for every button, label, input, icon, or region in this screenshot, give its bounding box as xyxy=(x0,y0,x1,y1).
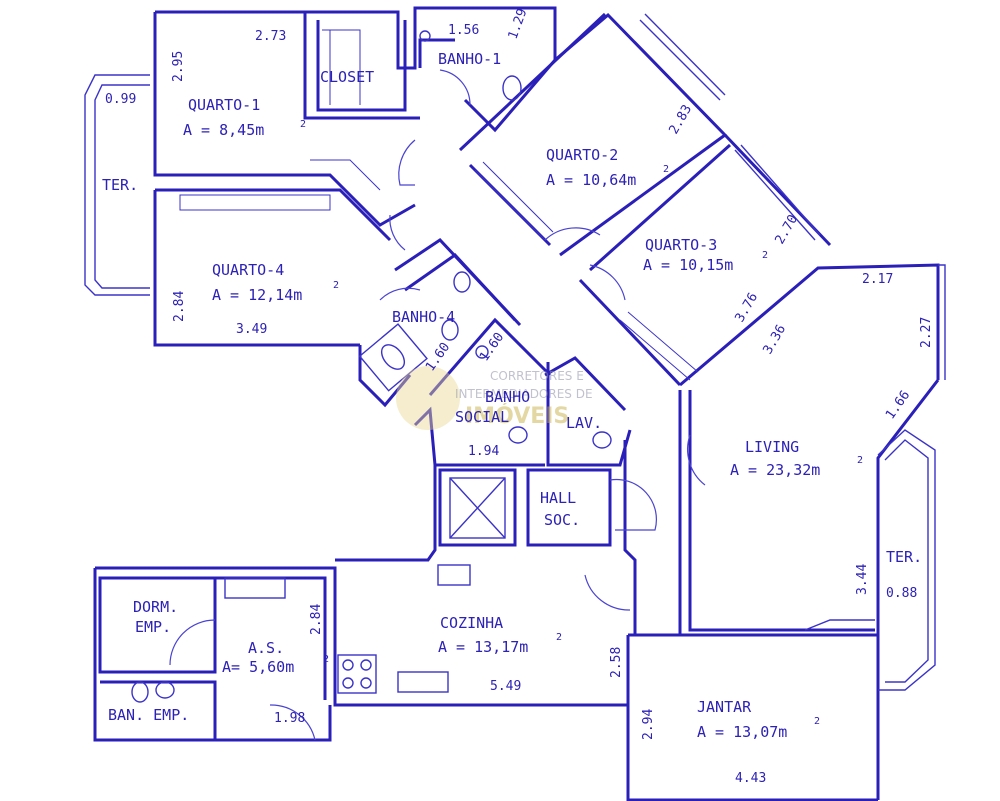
room-area-quarto-4: A = 12,14m xyxy=(212,286,302,304)
label-ban-emp: BAN. EMP. xyxy=(108,706,189,724)
room-name-jantar: JANTAR xyxy=(697,698,752,716)
room-name-quarto-3: QUARTO-3 xyxy=(645,236,717,254)
dim-q1-top: 2.73 xyxy=(255,29,286,44)
label-hall-1: HALL xyxy=(540,489,576,507)
dim-q4-bottom: 3.49 xyxy=(236,322,267,337)
doors xyxy=(169,69,706,741)
room-area-cozinha: A = 13,17m xyxy=(438,638,528,656)
label-dorm-2: EMP. xyxy=(135,618,171,636)
dim-ter-right: 0.88 xyxy=(886,586,917,601)
dim-banho-social-w: 1.94 xyxy=(468,444,499,459)
room-area-quarto-1: A = 8,45m xyxy=(183,121,264,139)
room-area-sup: 2 xyxy=(556,632,562,643)
label-lav: LAV. xyxy=(566,414,602,432)
dim-living-top: 2.17 xyxy=(862,272,893,287)
walls xyxy=(84,6,946,801)
room-area-sup: 2 xyxy=(814,716,820,727)
dim-q1-left: 2.95 xyxy=(171,51,186,82)
room-name-quarto-2: QUARTO-2 xyxy=(546,146,618,164)
label-closet: CLOSET xyxy=(320,68,374,86)
dim-living-low: 3.44 xyxy=(855,564,870,595)
room-area-living: A = 23,32m xyxy=(730,461,820,479)
room-area-quarto-3: A = 10,15m xyxy=(643,256,733,274)
room-area-as: A= 5,60m xyxy=(222,658,294,676)
room-name-cozinha: COZINHA xyxy=(440,614,503,632)
dim-living-mid: 3.36 xyxy=(760,322,789,357)
room-name-quarto-4: QUARTO-4 xyxy=(212,261,284,279)
dim-cozinha-side: 2.58 xyxy=(609,647,624,678)
label-banho-social-2: SOCIAL xyxy=(455,408,509,426)
room-name-as: A.S. xyxy=(248,639,284,657)
fixtures xyxy=(131,13,875,703)
room-area-jantar: A = 13,07m xyxy=(697,723,787,741)
room-name-living: LIVING xyxy=(745,438,799,456)
label-banho-1: BANHO-1 xyxy=(438,50,501,68)
watermark-logo xyxy=(396,366,460,430)
label-banho-social-1: BANHO xyxy=(485,388,530,406)
label-dorm-1: DORM. xyxy=(133,598,178,616)
watermark: CORRETORES E INTERMEDIADORES DE IMÓVEIS xyxy=(396,366,593,430)
room-area-sup: 2 xyxy=(663,164,669,175)
dim-ter-left: 0.99 xyxy=(105,92,136,107)
dim-jantar-side: 2.94 xyxy=(641,709,656,740)
watermark-line2: INTERMEDIADORES DE xyxy=(455,387,593,401)
dim-banho1-w: 1.56 xyxy=(448,23,479,38)
room-area-sup: 2 xyxy=(300,119,306,130)
dim-jantar-bottom: 4.43 xyxy=(735,771,766,786)
dim-living-right: 2.27 xyxy=(919,317,934,348)
dim-q2-side: 2.83 xyxy=(666,102,695,137)
room-area-sup: 2 xyxy=(857,455,863,466)
dim-cozinha-bottom: 5.49 xyxy=(490,679,521,694)
dim-banho1-d: 1.29 xyxy=(506,7,531,42)
dim-q4-left: 2.84 xyxy=(172,291,187,322)
room-area-sup: 2 xyxy=(333,280,339,291)
label-ter-right: TER. xyxy=(886,548,922,566)
room-area-quarto-2: A = 10,64m xyxy=(546,171,636,189)
watermark-line3: IMÓVEIS xyxy=(465,403,569,429)
dim-as-side: 2.84 xyxy=(309,604,324,635)
room-area-sup: 2 xyxy=(323,654,329,665)
room-name-quarto-1: QUARTO-1 xyxy=(188,96,260,114)
label-banho-4: BANHO-4 xyxy=(392,308,455,326)
room-area-sup: 2 xyxy=(762,250,768,261)
room-labels: QUARTO-1 A = 8,45m 2 QUARTO-2 A = 10,64m… xyxy=(102,50,922,741)
dim-banho4-a: 1.60 xyxy=(423,340,453,374)
watermark-line1: CORRETORES E xyxy=(490,369,584,383)
label-ter-left: TER. xyxy=(102,176,138,194)
dim-q3-side: 2.70 xyxy=(772,212,801,247)
dim-as-bottom: 1.98 xyxy=(274,711,305,726)
label-hall-2: SOC. xyxy=(544,511,580,529)
